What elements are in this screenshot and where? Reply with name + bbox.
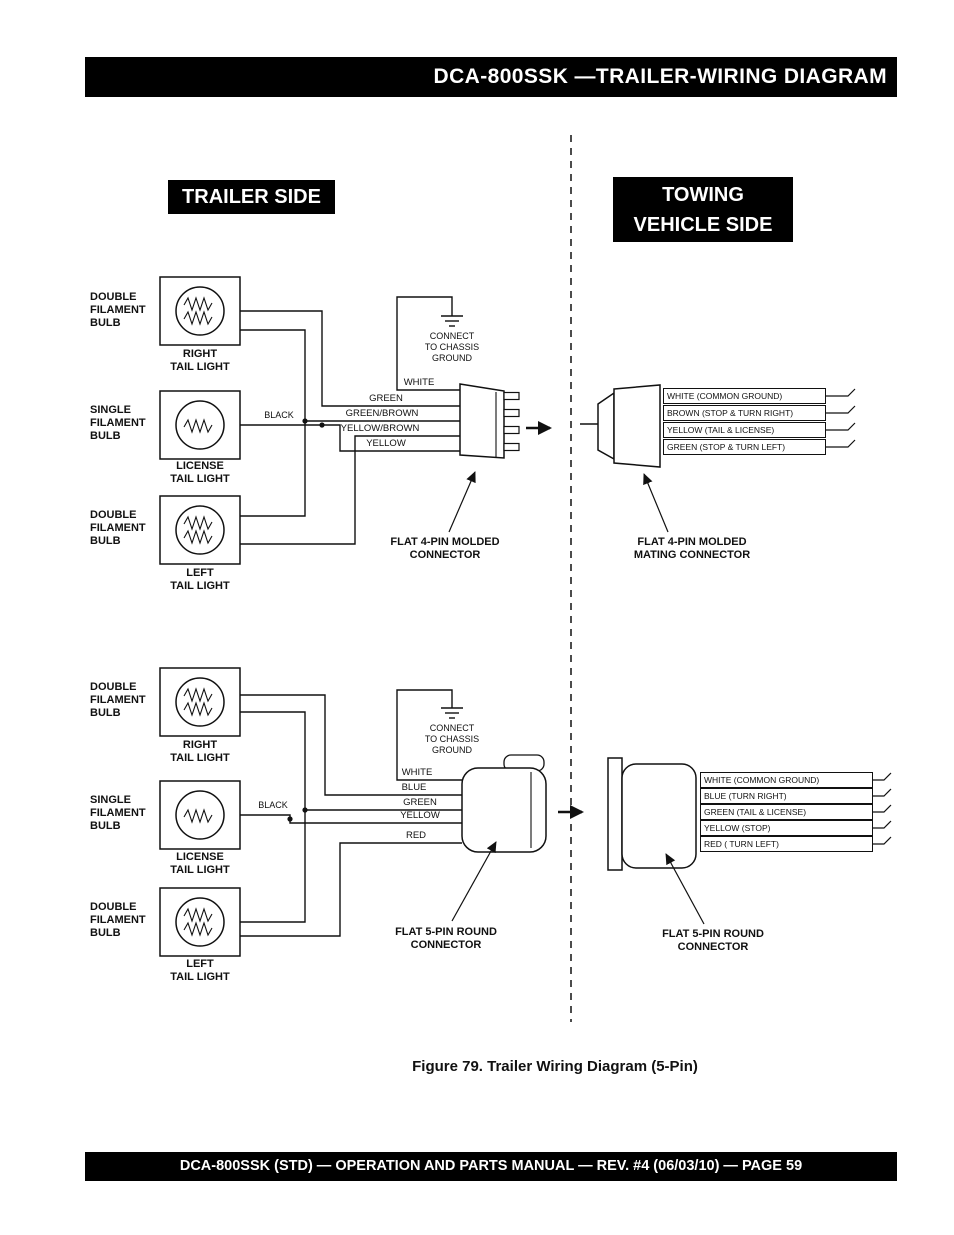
pin5-connector-label: FLAT 5-PIN ROUND CONNECTOR <box>395 926 497 951</box>
page-footer-bar: DCA-800SSK (STD) — OPERATION AND PARTS M… <box>85 1152 897 1181</box>
pin5-bulb1-type-label: DOUBLE FILAMENT BULB <box>90 681 146 719</box>
pin4-wire-label-white: WHITE <box>403 377 435 388</box>
pin5-vehicle-wire-box-green: GREEN (TAIL & LICENSE) <box>700 804 873 820</box>
pin5-vehicle-wire-box-blue: BLUE (TURN RIGHT) <box>700 788 873 804</box>
pin4-vehicle-wire-box-green: GREEN (STOP & TURN LEFT) <box>663 439 826 455</box>
pin5-wire-label-blue: BLUE <box>401 782 427 793</box>
pin5-vehicle-wire-box-red: RED ( TURN LEFT) <box>700 836 873 852</box>
pin4-mating-connector-icon <box>580 384 661 468</box>
pin4-flat-connector-icon <box>459 383 520 459</box>
trailer-side-heading: TRAILER SIDE <box>168 180 335 214</box>
pin5-wire-label-red: RED <box>405 830 427 841</box>
pin5-ground-label: CONNECT TO CHASSIS GROUND <box>424 723 480 755</box>
pin4-left-tail-light-label: LEFT TAIL LIGHT <box>170 567 230 592</box>
pin5-black-wire-label: BLACK <box>258 800 288 810</box>
pin4-bulb2-type-label: SINGLE FILAMENT BULB <box>90 404 146 442</box>
pin5-left-tail-bulb-icon <box>159 887 241 957</box>
pin4-connector-label: FLAT 4-PIN MOLDED CONNECTOR <box>390 536 500 561</box>
pin4-bulb1-type-label: DOUBLE FILAMENT BULB <box>90 291 146 329</box>
pin5-license-tail-light-label: LICENSE TAIL LIGHT <box>170 851 230 876</box>
pin4-vehicle-wire-box-white: WHITE (COMMON GROUND) <box>663 388 826 404</box>
pin5-wire-harness <box>240 689 462 937</box>
pin4-connector-pointer-arrow <box>448 471 476 533</box>
pin5-mating-connector-icon <box>607 757 697 871</box>
pin5-license-bulb-icon <box>159 780 241 850</box>
pin4-right-tail-light-label: RIGHT TAIL LIGHT <box>170 348 230 373</box>
pin4-license-bulb-icon <box>159 390 241 460</box>
pin4-vehicle-wire-tails <box>821 388 856 448</box>
figure-caption: Figure 79. Trailer Wiring Diagram (5-Pin… <box>412 1058 698 1075</box>
pin5-vehicle-wire-box-white: WHITE (COMMON GROUND) <box>700 772 873 788</box>
page-title: DCA-800SSK —TRAILER-WIRING DIAGRAM <box>433 65 887 88</box>
pin4-mating-pointer-arrow <box>643 473 669 533</box>
pin4-wire-harness <box>240 296 460 545</box>
towing-vehicle-side-heading: TOWING VEHICLE SIDE <box>613 177 793 242</box>
pin5-wire-label-white: WHITE <box>401 767 433 778</box>
pin4-wire-label-yellow-brown: YELLOW/BROWN <box>340 423 420 434</box>
footer-text: DCA-800SSK (STD) — OPERATION AND PARTS M… <box>179 1158 803 1174</box>
pin5-right-tail-light-label: RIGHT TAIL LIGHT <box>170 739 230 764</box>
pin5-chassis-ground-icon <box>441 707 463 719</box>
pin5-left-tail-light-label: LEFT TAIL LIGHT <box>170 958 230 983</box>
pin5-mating-pointer-arrow <box>665 853 705 925</box>
pin5-connector-pointer-arrow <box>451 841 497 922</box>
pin4-vehicle-wire-box-yellow: YELLOW (TAIL & LICENSE) <box>663 422 826 438</box>
pin5-wire-label-green: GREEN <box>403 797 437 808</box>
pin5-wire-label-yellow: YELLOW <box>400 810 440 821</box>
pin5-vehicle-wire-tails <box>868 772 892 845</box>
pin4-wire-label-green-brown: GREEN/BROWN <box>345 408 419 419</box>
pin4-bulb3-type-label: DOUBLE FILAMENT BULB <box>90 509 146 547</box>
pin4-wire-label-green: GREEN <box>369 393 403 404</box>
pin4-vehicle-wire-box-brown: BROWN (STOP & TURN RIGHT) <box>663 405 826 421</box>
pin5-right-tail-bulb-icon <box>159 667 241 737</box>
pin4-chassis-ground-icon <box>441 315 463 327</box>
pin5-vehicle-wire-box-yellow: YELLOW (STOP) <box>700 820 873 836</box>
pin5-bulb3-type-label: DOUBLE FILAMENT BULB <box>90 901 146 939</box>
pin4-left-tail-bulb-icon <box>159 495 241 565</box>
pin4-mating-connector-label: FLAT 4-PIN MOLDED MATING CONNECTOR <box>633 536 751 561</box>
pin4-license-tail-light-label: LICENSE TAIL LIGHT <box>170 460 230 485</box>
pin4-ground-label: CONNECT TO CHASSIS GROUND <box>424 331 480 363</box>
pin5-round-connector-icon <box>461 754 547 853</box>
pin4-wire-label-yellow: YELLOW <box>366 438 406 449</box>
pin5-bulb2-type-label: SINGLE FILAMENT BULB <box>90 794 146 832</box>
pin4-black-wire-label: BLACK <box>264 410 294 420</box>
pin4-right-tail-bulb-icon <box>159 276 241 346</box>
pin5-mating-connector-label: FLAT 5-PIN ROUND CONNECTOR <box>662 928 764 953</box>
page-header-bar: DCA-800SSK —TRAILER-WIRING DIAGRAM <box>85 57 897 97</box>
